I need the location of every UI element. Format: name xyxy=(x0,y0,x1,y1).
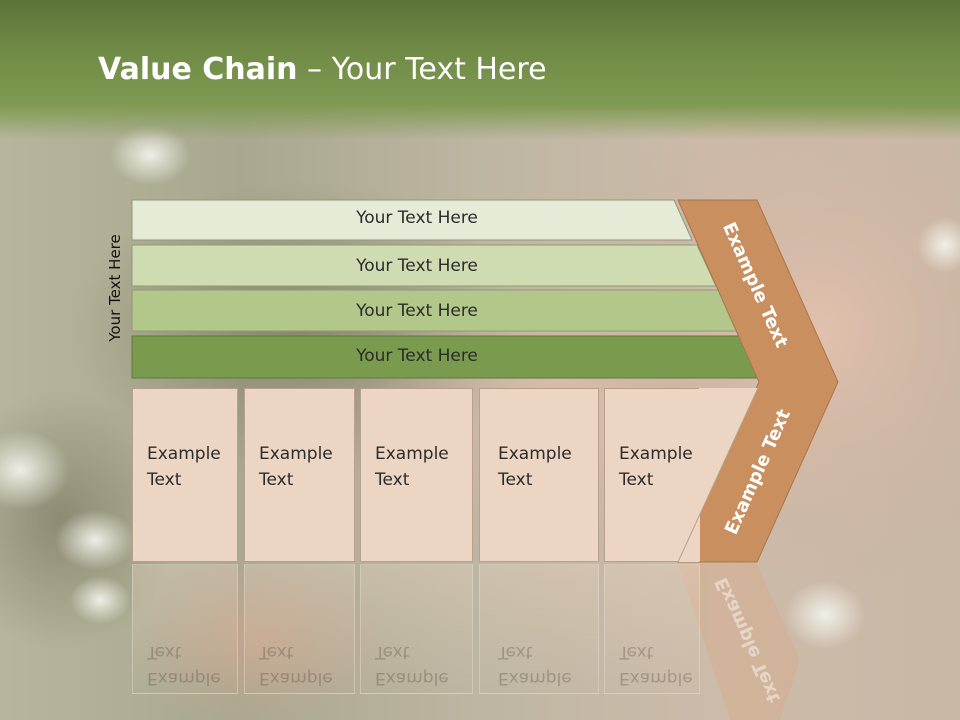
title-bold: Value Chain xyxy=(98,52,298,87)
bar-2-label: Your Text Here xyxy=(356,256,478,276)
chevron-reflection xyxy=(678,564,800,720)
slide-title: Value Chain – Your Text Here xyxy=(98,52,547,87)
slide-header xyxy=(0,0,960,140)
bar-1 xyxy=(131,199,693,241)
bar-4-label: Your Text Here xyxy=(356,346,478,366)
bar-3-label: Your Text Here xyxy=(356,301,478,321)
side-label: Your Text Here xyxy=(106,234,124,342)
chevron-shape xyxy=(677,199,839,563)
bar-1-label: Your Text Here xyxy=(356,208,478,228)
title-rest: – Your Text Here xyxy=(297,52,547,87)
